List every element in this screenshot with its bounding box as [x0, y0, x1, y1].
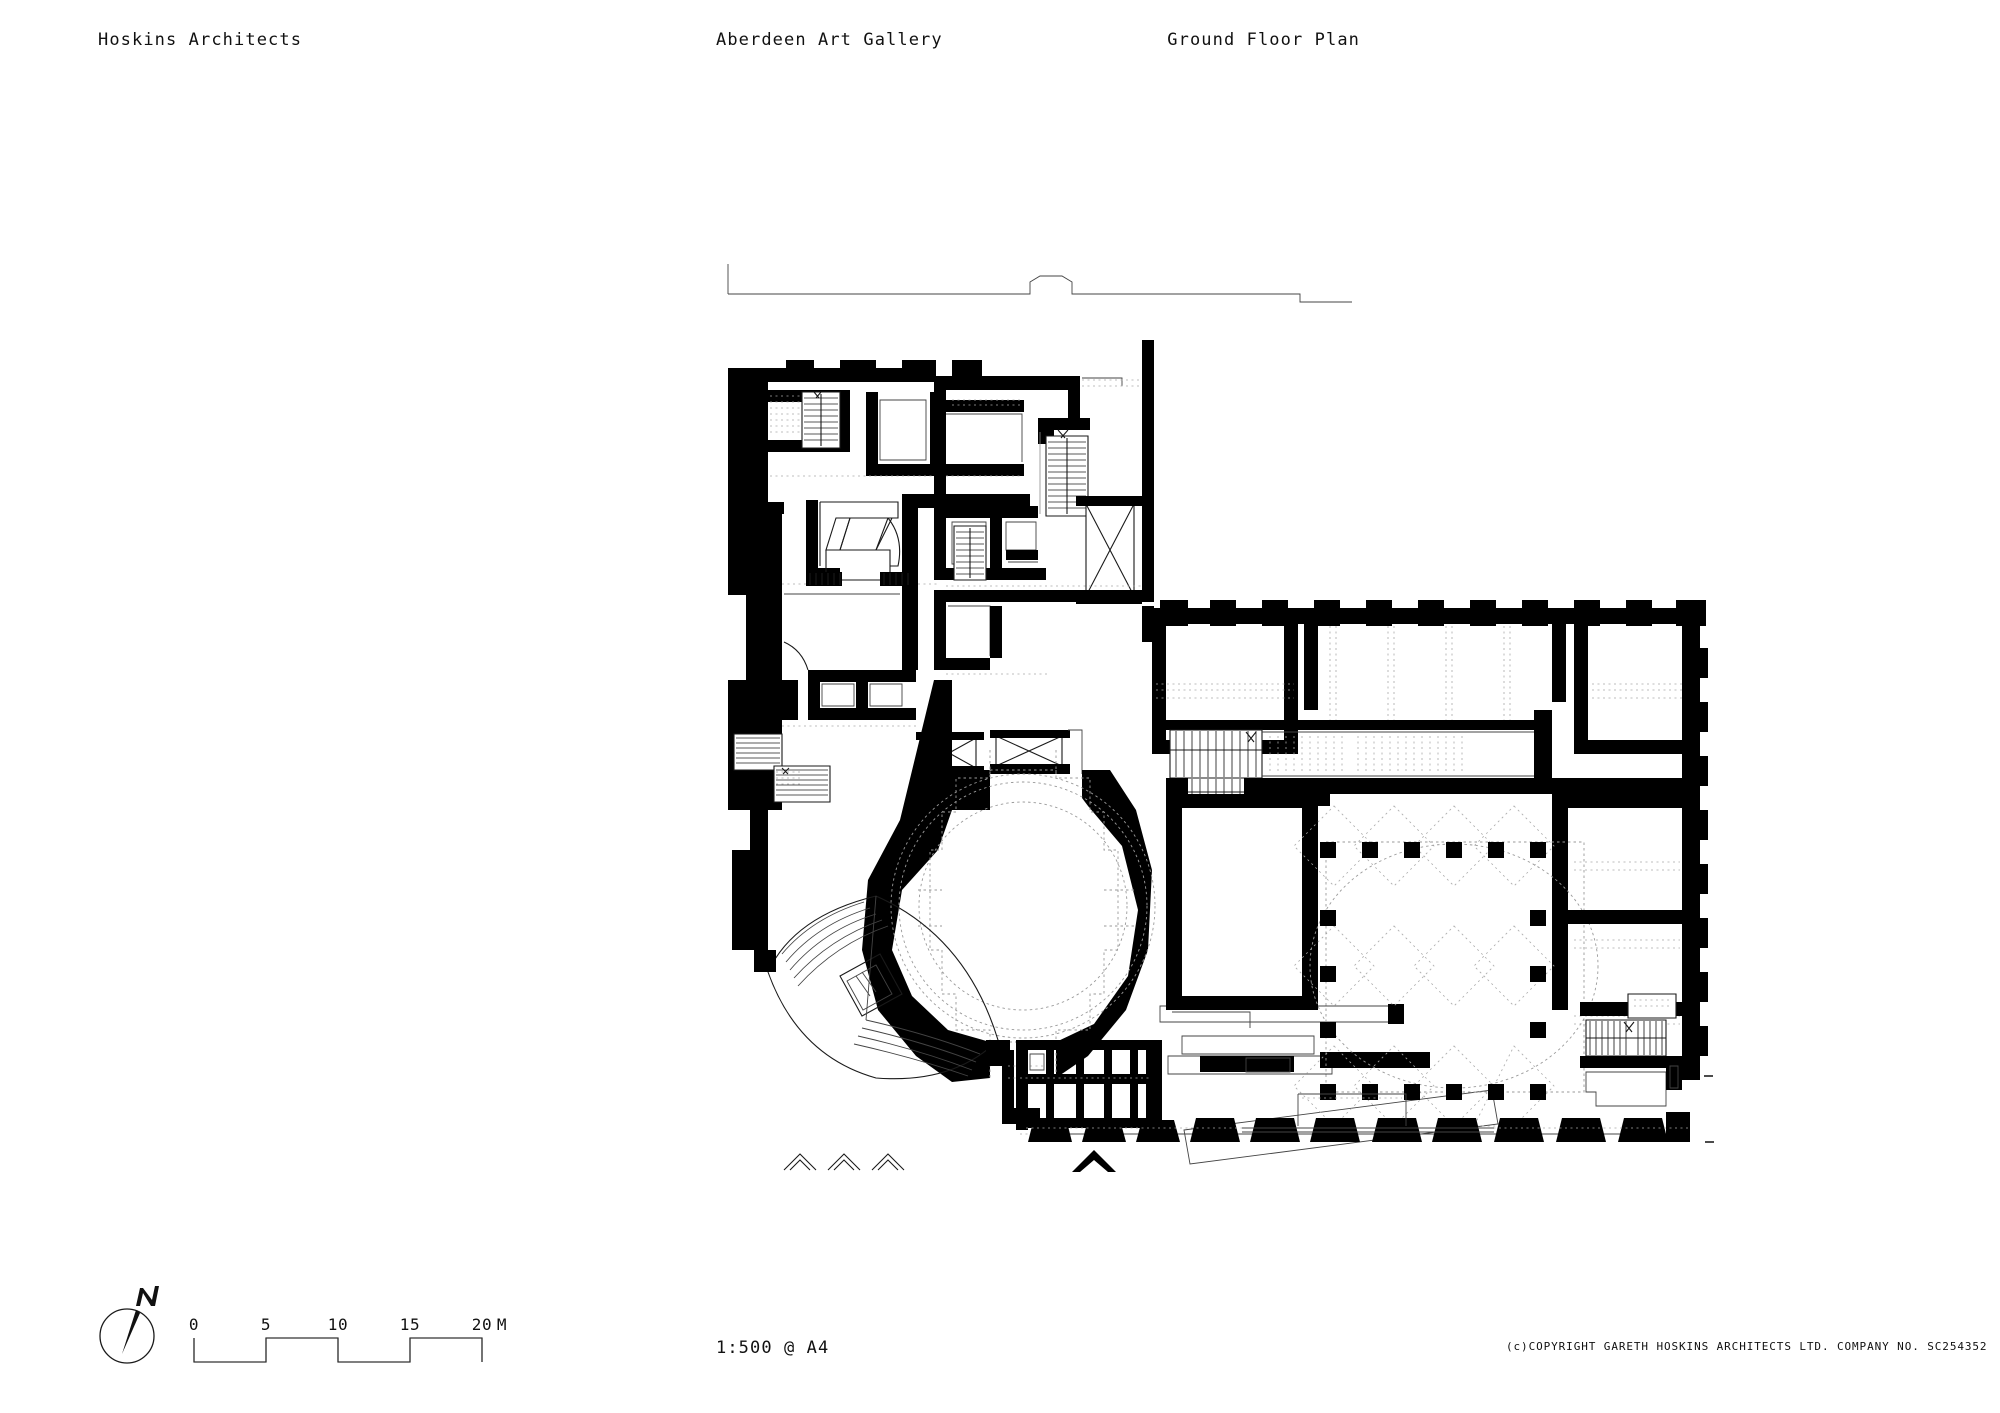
south-facade: [1026, 1093, 1690, 1142]
entrance-marker-existing-1: [783, 1153, 817, 1171]
north-central-block: [934, 340, 1154, 675]
scale-tick-15: 15: [400, 1318, 420, 1334]
scale-tick-0: 0: [189, 1318, 199, 1334]
lecture-theatre: [782, 500, 940, 586]
proposed-extension: [1702, 1075, 1720, 1143]
sculpture-court: [1293, 778, 1682, 1127]
lift-void-north: [1076, 496, 1142, 604]
stair-north-central-2: [953, 525, 987, 581]
project-title: Aberdeen Art Gallery: [716, 30, 943, 50]
practice-name: Hoskins Architects: [98, 30, 303, 50]
scale-tick-20: 20: [472, 1318, 492, 1334]
lens-entrance-pavilion: [754, 895, 1010, 1080]
north-arrow-icon: [94, 1276, 178, 1376]
scale-tick-5: 5: [261, 1318, 271, 1334]
stair-southeast: [1580, 993, 1682, 1107]
scale-tick-10: 10: [328, 1318, 348, 1334]
drawing-title: Ground Floor Plan: [1167, 30, 1360, 50]
site-boundary-north: [727, 264, 1352, 303]
scale-note: 1:500 @ A4: [716, 1338, 830, 1358]
sheet-header: Hoskins Architects Aberdeen Art Gallery …: [0, 0, 2000, 70]
east-galleries: [1166, 794, 1682, 1028]
copyright-notice: (c)COPYRIGHT GARETH HOSKINS ARCHITECTS L…: [1506, 1340, 1988, 1353]
platform-lift: [839, 953, 903, 1017]
stair-sw: [733, 733, 831, 803]
grand-stair: [1166, 710, 1566, 807]
scale-bar: 0 5 10 15 20 M: [186, 1315, 507, 1380]
northwest-block: [728, 360, 1024, 950]
entrance-marker-existing-3: [871, 1153, 905, 1171]
scale-unit-label: M: [497, 1318, 506, 1334]
stair-nw: [770, 391, 841, 449]
reception-area: [1159, 1004, 1499, 1165]
entrance-marker-new: [1072, 1150, 1116, 1172]
entrance-markers: [783, 1150, 1116, 1172]
entrance-marker-existing-2: [827, 1153, 861, 1171]
floor-plan-drawing: [690, 250, 1720, 1180]
